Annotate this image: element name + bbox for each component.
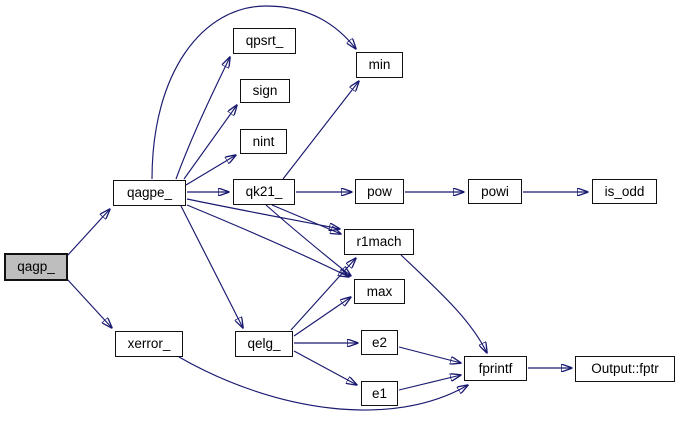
edge-qagpe-to-qelg xyxy=(180,205,243,328)
node-qpsrt[interactable]: qpsrt_ xyxy=(233,28,296,54)
node-e2[interactable]: e2 xyxy=(361,330,398,355)
edge-qelg-to-e1 xyxy=(293,350,357,385)
edge-qk21-to-min xyxy=(282,81,359,180)
node-min[interactable]: min xyxy=(356,52,403,78)
edge-qk21-to-max xyxy=(265,204,351,276)
edge-qelg-to-max xyxy=(293,297,351,337)
node-powi[interactable]: powi xyxy=(468,179,522,204)
node-fprintf[interactable]: fprintf xyxy=(464,356,527,381)
node-qagp: qagp_ xyxy=(4,253,68,281)
edge-qagpe-to-min xyxy=(151,5,356,180)
edge-xerror-to-fprintf xyxy=(178,356,468,411)
node-qk21[interactable]: qk21_ xyxy=(233,179,295,205)
node-nint[interactable]: nint xyxy=(240,129,287,154)
node-xerror[interactable]: xerror_ xyxy=(115,331,183,357)
edge-qagp-to-xerror xyxy=(66,278,112,328)
edge-qagpe-to-qpsrt xyxy=(175,57,230,180)
node-pow[interactable]: pow xyxy=(355,179,404,204)
edge-e2-to-fprintf xyxy=(398,346,461,363)
node-max[interactable]: max xyxy=(354,279,405,304)
node-sign[interactable]: sign xyxy=(240,79,290,103)
edge-r1mach-to-fprintf xyxy=(400,254,487,353)
node-e1[interactable]: e1 xyxy=(361,381,398,406)
node-output-fptr[interactable]: Output::fptr xyxy=(575,356,675,382)
edge-qagpe-to-max xyxy=(186,204,349,277)
edge-qelg-to-r1mach xyxy=(290,258,356,331)
node-is-odd[interactable]: is_odd xyxy=(592,179,657,204)
edge-e1-to-fprintf xyxy=(398,375,461,391)
edge-qagpe-to-r1mach xyxy=(186,198,340,229)
edge-qk21-to-r1mach xyxy=(271,204,341,234)
node-r1mach[interactable]: r1mach xyxy=(344,229,414,255)
node-qagpe[interactable]: qagpe_ xyxy=(113,180,186,206)
edge-qagpe-to-sign xyxy=(183,105,237,180)
node-qelg[interactable]: qelg_ xyxy=(235,331,293,357)
edge-qagp-to-qagpe xyxy=(66,209,110,257)
edge-qagpe-to-nint xyxy=(185,155,236,186)
